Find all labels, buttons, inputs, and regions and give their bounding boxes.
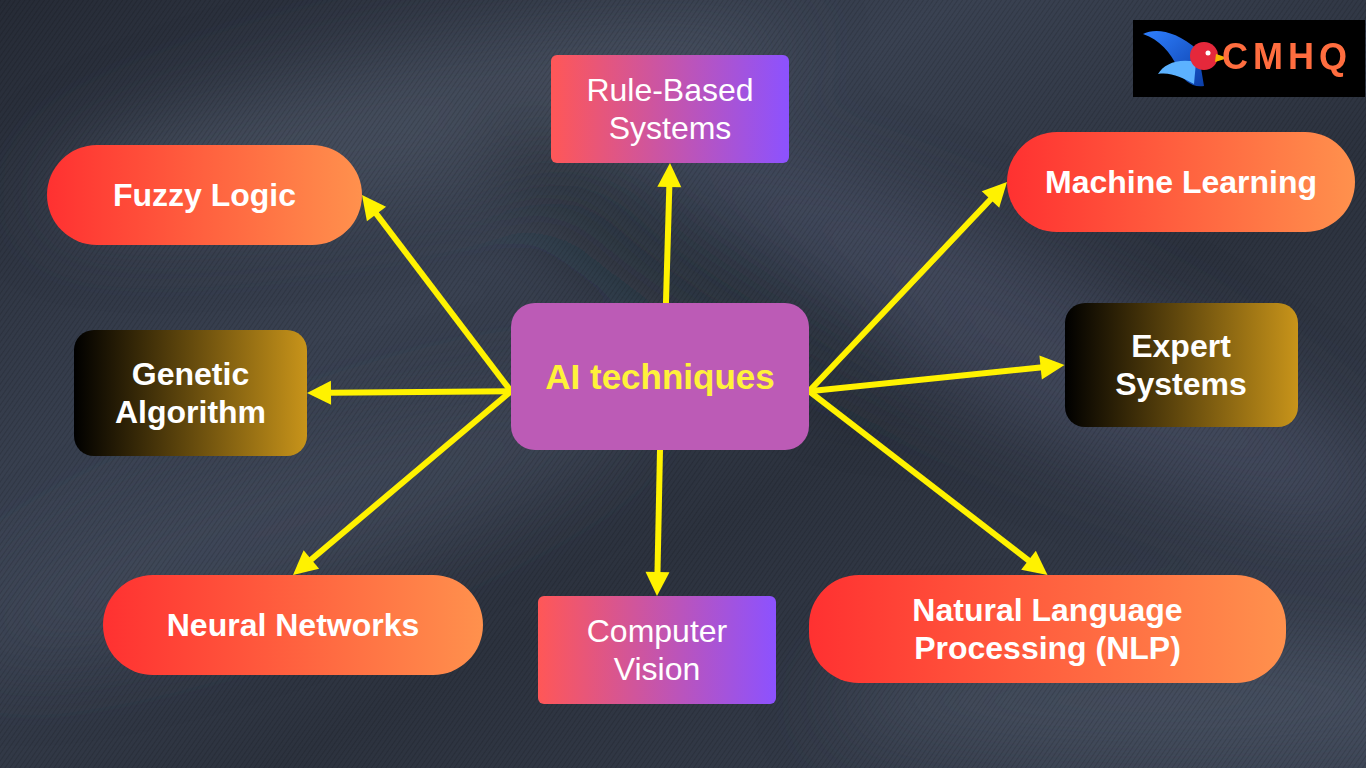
node-label: Genetic Algorithm (88, 355, 293, 432)
technique-box: Expert Systems (1065, 303, 1298, 427)
logo-wing (1158, 61, 1196, 84)
arrow-head (1039, 356, 1064, 380)
connector-line (809, 391, 1030, 561)
logo (1133, 20, 1365, 97)
arrow-head (645, 572, 669, 596)
node-label: Machine Learning (1045, 163, 1317, 201)
connector-arrow (657, 163, 681, 303)
technique-pill: Machine Learning (1007, 132, 1355, 232)
node-label: Computer Vision (552, 612, 762, 689)
technique-box: Computer Vision (538, 596, 776, 704)
connector-line (666, 185, 669, 303)
connector-arrow (809, 391, 1048, 575)
technique-box: Rule-Based Systems (551, 55, 789, 163)
logo-eye (1206, 51, 1211, 56)
arrow-head (1021, 551, 1047, 575)
node-label: Natural Language Processing (NLP) (848, 591, 1248, 668)
node-label: Expert Systems (1079, 327, 1284, 404)
connector-arrow (645, 450, 669, 596)
connector-line (657, 450, 660, 574)
connector-arrow (809, 182, 1007, 391)
logo-panel (1133, 20, 1365, 97)
central-box: AI techniques (511, 303, 809, 450)
connector-arrow (809, 356, 1065, 392)
arrow-head (362, 195, 386, 221)
node-label: Rule-Based Systems (565, 71, 775, 148)
arrow-head (307, 381, 331, 405)
connector-arrow (362, 195, 511, 391)
logo-head (1190, 42, 1218, 70)
arrow-head (293, 550, 319, 575)
arrow-head (982, 182, 1007, 208)
logo-text: CMHQ (1222, 36, 1352, 78)
connector-arrow (307, 381, 511, 405)
technique-pill: Fuzzy Logic (47, 145, 362, 245)
technique-pill: Natural Language Processing (NLP) (809, 575, 1286, 683)
technique-box: Genetic Algorithm (74, 330, 307, 456)
connector-line (329, 391, 511, 393)
connector-line (809, 367, 1043, 391)
arrow-head (657, 163, 681, 187)
node-label: AI techniques (545, 356, 774, 398)
connector-arrow (293, 391, 511, 575)
connector-line (310, 391, 511, 561)
connector-line (809, 198, 992, 391)
node-label: Fuzzy Logic (113, 176, 296, 214)
node-label: Neural Networks (167, 606, 420, 644)
connector-line (375, 213, 511, 392)
technique-pill: Neural Networks (103, 575, 483, 675)
